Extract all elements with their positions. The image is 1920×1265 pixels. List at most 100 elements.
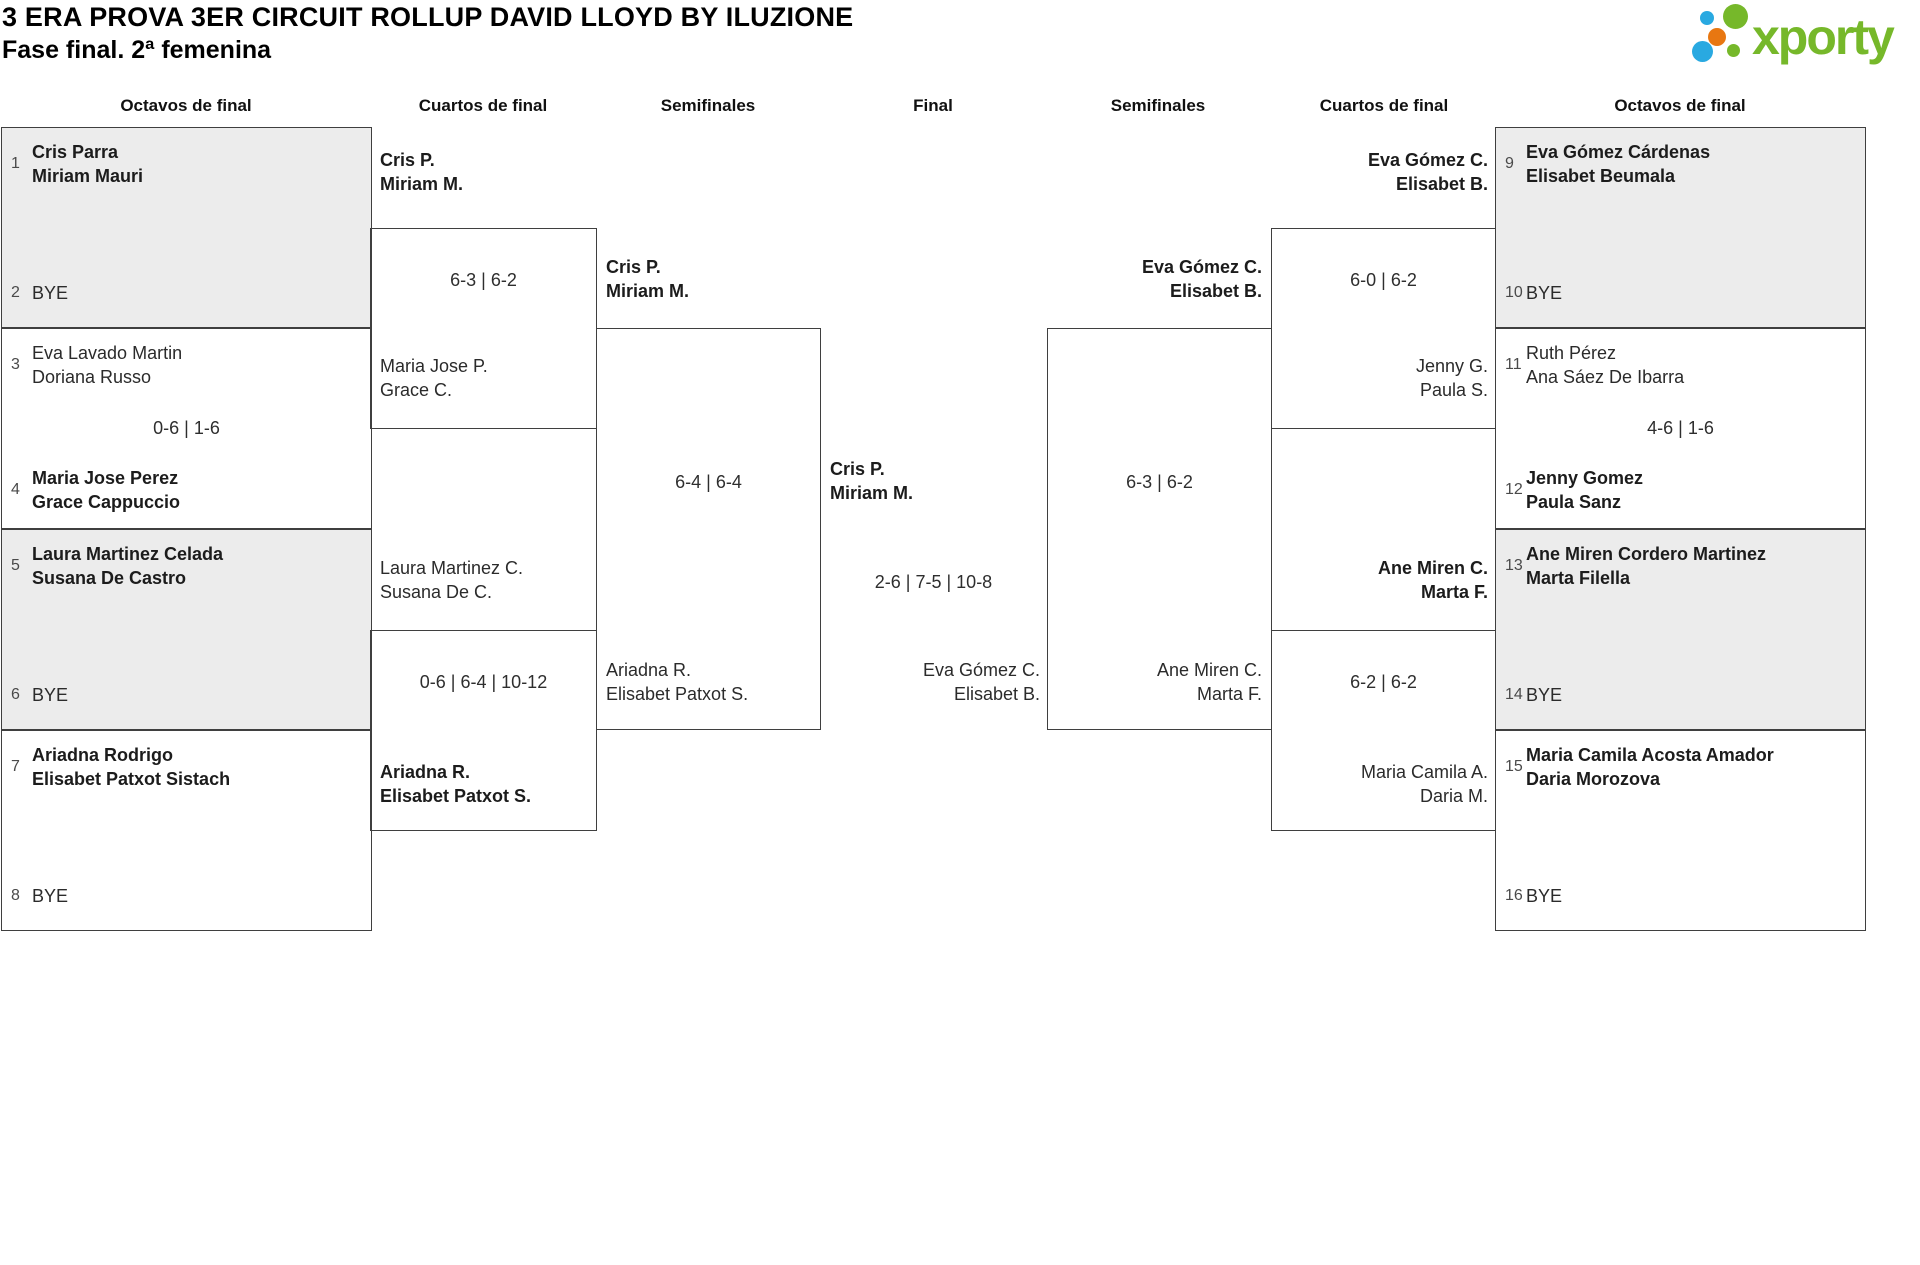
player-name: Daria Morozova [1526,769,1661,789]
seed-number: 16 [1505,887,1523,904]
seed-number: 1 [11,155,20,172]
player-name: Daria M. [1419,786,1488,806]
page-subtitle: Fase final. 2ª femenina [2,36,272,64]
team-label: Laura Martinez C. Susana De C. [380,556,523,604]
bye-label: BYE [32,886,69,906]
seed-number: 10 [1505,284,1523,301]
seed-number: 2 [11,284,20,301]
player-name: Marta Filella [1526,568,1631,588]
player-name: Ariadna Rodrigo [32,745,174,765]
player-name: Eva Gómez C. [1367,150,1488,170]
player-name: Marta F. [1196,684,1262,704]
seed-number: 3 [11,356,20,373]
bye-label: BYE [1526,283,1563,303]
match-score: 4-6 | 1-6 [1647,418,1714,438]
team-label: Cris P.Miriam M. [380,148,463,196]
player-name: Susana De C. [380,582,493,602]
team-label: Ane Miren C. Marta F. [1278,556,1488,604]
team-label: Eva Gómez C.Elisabet B. [1052,255,1262,303]
player-name: Marta F. [1420,582,1488,602]
logo-dot-blue-large [1692,41,1713,62]
bye-label: BYE [1526,685,1563,705]
player-name: Cris Parra [32,142,119,162]
team-entry: 8 BYE [11,884,68,908]
player-name: Laura Martinez C. [380,558,524,578]
player-name: Maria Camila Acosta Amador [1526,745,1774,765]
player-name: Elisabet B. [953,684,1040,704]
xporty-logo[interactable]: xporty [1690,2,1920,80]
round-header-semis-left: Semifinales [660,96,756,115]
team-entry: 2 BYE [11,281,68,305]
player-name: Ane Miren Cordero Martinez [1526,544,1767,564]
bye-label: BYE [32,283,69,303]
round-header-semis-right: Semifinales [1110,96,1206,115]
player-name: Elisabet B. [1395,174,1488,194]
match-score: 6-3 | 6-2 [1126,472,1193,492]
match-score: 6-4 | 6-4 [675,472,742,492]
team-label: Ariadna R.Elisabet Patxot S. [380,760,531,808]
seed-number: 9 [1505,155,1514,172]
team-label: Cris P. Miriam M. [606,255,689,303]
player-name: Elisabet Patxot S. [606,684,749,704]
team-label: Jenny G.Paula S. [1278,354,1488,402]
player-name: Ariadna R. [606,660,692,680]
player-name: Elisabet Beumala [1526,166,1676,186]
seed-number: 5 [11,557,20,574]
player-name: Grace C. [380,380,453,400]
team-label: Eva Gómez C. Elisabet B. [1278,148,1488,196]
match-box-semifinal-2: 6-3 | 6-2 [1047,328,1272,730]
player-name: Elisabet Patxot Sistach [32,769,231,789]
seed-number: 4 [11,481,20,498]
player-name: Eva Lavado Martin [32,343,183,363]
player-name: Maria Camila A. [1360,762,1488,782]
player-name: Ana Sáez De Ibarra [1526,367,1685,387]
player-name: Eva Gómez C. [1141,257,1262,277]
player-name: Grace Cappuccio [32,492,181,512]
seed-number: 12 [1505,481,1523,498]
seed-number: 8 [11,887,20,904]
bye-label: BYE [1526,886,1563,906]
match-box-cuartos-2: 0-6 | 6-4 | 10-12 [370,630,597,831]
player-name: Jenny G. [1415,356,1488,376]
seed-number: 6 [11,686,20,703]
round-header-octavos-right: Octavos de final [1614,96,1746,115]
round-header-cuartos-left: Cuartos de final [418,96,548,115]
round-header-final: Final [913,96,953,115]
match-box-cuartos-4: 6-2 | 6-2 [1271,630,1496,831]
player-name: Ane Miren C. [1156,660,1262,680]
player-name: Elisabet Patxot S. [380,786,532,806]
bye-label: BYE [32,685,69,705]
player-name: Laura Martinez Celada [32,544,224,564]
player-name: Cris P. [606,257,661,277]
player-name: Doriana Russo [32,367,152,387]
team-entry: 16 BYE [1505,884,1562,908]
player-name: Susana De Castro [32,568,187,588]
player-name: Ane Miren C. [1377,558,1488,578]
page-title: 3 ERA PROVA 3ER CIRCUIT ROLLUP DAVID LLO… [2,2,854,32]
team-label: Maria Camila A. Daria M. [1278,760,1488,808]
player-name: Paula Sanz [1526,492,1622,512]
player-name: Miriam M. [606,281,690,301]
team-label: Ariadna R. Elisabet Patxot S. [606,658,748,706]
player-name: Cris P. [830,459,885,479]
player-name: Ruth Pérez [1526,343,1617,363]
player-name: Maria Jose Perez [32,468,179,488]
logo-dot-green-large [1723,4,1748,29]
round-header-octavos-left: Octavos de final [120,96,252,115]
